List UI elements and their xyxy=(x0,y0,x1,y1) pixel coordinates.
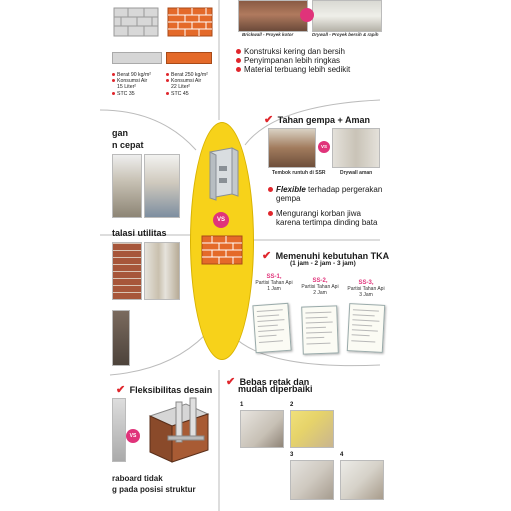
brick-utility-photo xyxy=(112,242,142,300)
flex-text-line1: raboard tidak xyxy=(112,474,163,483)
flex-text-line2: g pada posisi struktur xyxy=(112,485,196,494)
lightweight-panel-bar xyxy=(112,52,162,64)
lightweight-brick-illustration xyxy=(113,7,159,37)
cert-label-3: SS-3, Partisi Tahan Api 3 Jam xyxy=(347,280,385,298)
repair-step-3-photo xyxy=(290,460,334,500)
safe-drywall-photo xyxy=(332,128,380,168)
list-item-continuation: gempa xyxy=(276,194,301,203)
curve-right-bottom xyxy=(231,334,381,367)
steel-stud-icon xyxy=(209,147,239,201)
fast-install-heading-line2: n cepat xyxy=(112,140,144,150)
list-item: Flexible terhadap pergerakan xyxy=(268,185,382,194)
brick-block-icon xyxy=(201,235,243,265)
earthquake-benefits: Flexible terhadap pergerakan gempa Mengu… xyxy=(268,185,382,227)
checkmark-icon: ✔ xyxy=(226,376,236,388)
fire-title: Memenuhi kebutuhan TKA xyxy=(275,251,390,261)
drywall-site-photo xyxy=(312,0,382,32)
brick-spec-list: Berat 250 kg/m² Konsumsi Air 22 Liter² S… xyxy=(166,72,208,97)
vs-badge-top xyxy=(300,8,314,22)
utility-install-heading: talasi utilitas xyxy=(112,228,167,238)
cert-label-2: SS-2, Partisi Tahan Api 2 Jam xyxy=(301,278,339,296)
curve-left-bottom xyxy=(109,334,206,376)
cert-label-1: SS-1, Partisi Tahan Api 1 Jam xyxy=(255,274,293,292)
spec-stc: STC 35 xyxy=(117,90,135,97)
center-vs-badge: VS xyxy=(213,212,229,228)
list-item-continuation: karena tertimpa dinding bata xyxy=(276,218,378,227)
partition-structure-illustration xyxy=(148,397,210,463)
list-item: Penyimpanan lebih ringkas xyxy=(236,56,350,65)
left-bottom-photo xyxy=(112,310,130,366)
fast-install-heading-line1: gan xyxy=(112,128,129,138)
repair-step-1-photo xyxy=(240,410,284,448)
spec-water: Konsumsi Air xyxy=(171,78,202,85)
collapsed-wall-photo xyxy=(268,128,316,168)
installer-photo-2 xyxy=(144,154,180,218)
earthquake-title: Tahan gempa + Aman xyxy=(277,115,370,125)
brick-panel-bar xyxy=(166,52,212,64)
earthquake-vs-badge: VS xyxy=(318,141,330,153)
earthquake-heading: ✔ Tahan gempa + Aman xyxy=(264,110,370,128)
repair-heading: ✔ Bebas retak dan xyxy=(226,372,309,390)
flex-vs-badge: VS xyxy=(126,429,140,443)
caption-drywall: Drywall - Proyek bersih & rapih xyxy=(312,32,379,37)
step-number-3: 3 xyxy=(290,452,294,458)
fire-heading: ✔ Memenuhi kebutuhan TKA xyxy=(262,246,389,264)
step-number-1: 1 xyxy=(240,402,244,408)
list-item: Mengurangi korban jiwa xyxy=(268,209,382,218)
spec-stc: STC 45 xyxy=(171,90,189,97)
drywall-utility-photo xyxy=(144,242,180,300)
red-brick-illustration xyxy=(167,7,213,37)
curve-left-top xyxy=(99,109,197,151)
flex-heading: ✔ Fleksibilitas desain xyxy=(116,380,212,398)
flex-title: Fleksibilitas desain xyxy=(129,385,213,395)
caption-safe-drywall: Drywall aman xyxy=(340,170,373,176)
checkmark-icon: ✔ xyxy=(262,250,272,262)
spec-weight: Berat 250 kg/m² xyxy=(171,72,208,78)
repair-title-line1: Bebas retak dan xyxy=(239,377,310,387)
lightweight-spec-list: Berat 90 kg/m² Konsumsi Air 15 Liter² ST… xyxy=(112,72,151,97)
repair-step-2-photo xyxy=(290,410,334,448)
list-item: Konstruksi kering dan bersih xyxy=(236,47,350,56)
curve-right-top xyxy=(244,99,381,146)
fire-subtitle: (1 jam - 2 jam - 3 jam) xyxy=(290,260,356,267)
flex-wall-photo xyxy=(112,398,126,462)
spec-water: Konsumsi Air xyxy=(117,78,148,85)
caption-brickwall: Brickwall - Proyek kotor xyxy=(242,32,294,37)
fire-certificate-1 xyxy=(252,302,292,354)
brickwall-site-photo xyxy=(238,0,308,32)
list-item: Material terbuang lebih sedikit xyxy=(236,65,350,74)
spec-water-value: 22 Liter² xyxy=(171,84,191,91)
site-benefits-list: Konstruksi kering dan bersih Penyimpanan… xyxy=(236,47,350,74)
repair-step-4-photo xyxy=(340,460,384,500)
fire-certificate-3 xyxy=(346,303,386,353)
repair-title-line2: mudah diperbaiki xyxy=(238,384,313,394)
checkmark-icon: ✔ xyxy=(264,114,274,126)
caption-collapsed-wall: Tembok runtuh di SSR xyxy=(272,170,326,176)
installer-photo-1 xyxy=(112,154,142,218)
spec-weight: Berat 90 kg/m² xyxy=(117,72,152,78)
fire-certificate-2 xyxy=(301,305,339,355)
spec-water-value: 15 Liter² xyxy=(117,84,137,91)
step-number-4: 4 xyxy=(340,452,344,458)
checkmark-icon: ✔ xyxy=(116,384,126,396)
step-number-2: 2 xyxy=(290,402,294,408)
